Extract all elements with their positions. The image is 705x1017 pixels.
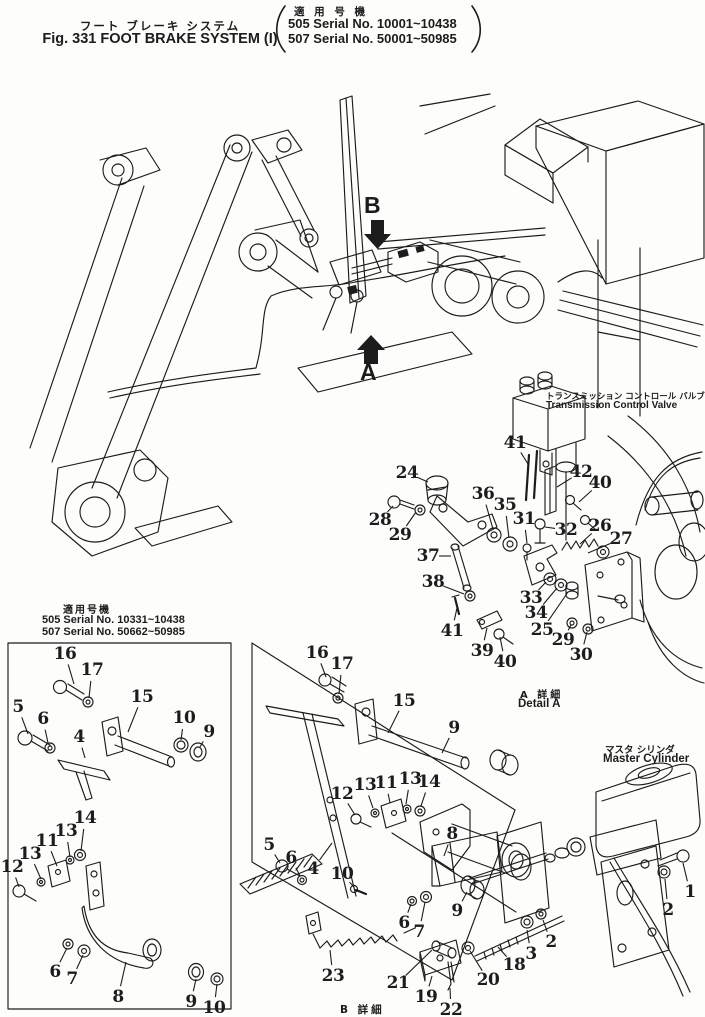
master-cylinder-label: Master Cylinder	[603, 753, 690, 765]
callout-28: 28	[368, 510, 392, 530]
callout-16: 16	[305, 643, 329, 663]
callout-14: 14	[417, 772, 441, 792]
callout-9: 9	[448, 718, 460, 738]
detail-b-view	[239, 642, 531, 991]
callout-11: 11	[35, 831, 59, 851]
callout-22: 22	[439, 1000, 463, 1017]
master-cylinder-label-japanese: マスタ シリンダ	[605, 745, 675, 756]
callout-30: 30	[569, 645, 593, 665]
callout-4: 4	[73, 727, 85, 747]
detail-a-label-japanese: A 詳細	[520, 690, 564, 701]
callout-4: 4	[307, 859, 319, 879]
callout-35: 35	[493, 495, 517, 515]
callout-7: 7	[66, 969, 78, 989]
figure-title: Fig. 331 FOOT BRAKE SYSTEM (I)	[42, 31, 278, 47]
callout-14: 14	[73, 808, 97, 828]
callout-10: 10	[172, 708, 196, 728]
transmission-valve-label: Transmission Control Valve	[546, 400, 678, 411]
callout-12: 12	[330, 784, 354, 804]
callout-13: 13	[18, 844, 42, 864]
transmission-valve-label-japanese: トランスミッション コントロール バルブ	[546, 392, 705, 402]
callout-5: 5	[12, 697, 24, 717]
callout-25: 25	[530, 620, 554, 640]
callout-38: 38	[421, 572, 445, 592]
callout-7: 7	[413, 922, 425, 942]
callout-20: 20	[476, 970, 500, 990]
callout-6: 6	[49, 962, 61, 982]
master-cylinder-view	[431, 762, 701, 997]
callout-2: 2	[545, 932, 557, 952]
callout-42: 42	[569, 462, 593, 482]
callout-41: 41	[440, 621, 464, 641]
callout-6: 6	[37, 709, 49, 729]
callout-9: 9	[185, 992, 197, 1012]
callout-10: 10	[202, 998, 226, 1017]
callout-17: 17	[80, 660, 104, 680]
callout-11: 11	[374, 773, 398, 793]
callout-27: 27	[609, 529, 633, 549]
view-b-arrow-icon	[364, 220, 391, 249]
left-box-applicability-heading: 適用号機	[63, 605, 111, 616]
callout-6: 6	[398, 913, 410, 933]
callout-16: 16	[53, 644, 77, 664]
callout-40: 40	[493, 652, 517, 672]
figure-title-japanese: フート ブレーキ システム	[79, 19, 241, 33]
callout-15: 15	[130, 687, 154, 707]
callout-23: 23	[321, 966, 345, 986]
callout-19: 19	[414, 987, 438, 1007]
callout-5: 5	[263, 835, 275, 855]
view-marker-a: A	[360, 359, 377, 385]
callout-1: 1	[684, 882, 696, 902]
callout-18: 18	[502, 955, 526, 975]
callout-21: 21	[386, 973, 410, 993]
serial-range-505: 505 Serial No. 10001~10438	[288, 16, 457, 31]
callout-6: 6	[285, 848, 297, 868]
callout-29: 29	[388, 525, 412, 545]
callout-29: 29	[551, 630, 575, 650]
left-box-serial-505: 505 Serial No. 10331~10438	[42, 614, 185, 626]
callout-24: 24	[395, 463, 419, 483]
detail-a-view	[387, 451, 705, 684]
detail-a-label: Detail A	[518, 698, 561, 710]
detail-b-label-japanese: B 詳細	[340, 1004, 385, 1016]
callout-13: 13	[54, 821, 78, 841]
callout-15: 15	[392, 691, 416, 711]
left-box-serial-507: 507 Serial No. 50662~50985	[42, 626, 185, 638]
callout-17: 17	[330, 654, 354, 674]
callout-26: 26	[588, 516, 612, 536]
callout-40: 40	[588, 473, 612, 493]
left-box-view	[7, 642, 232, 1010]
applicability-heading: 適 用 号 機	[294, 6, 368, 18]
callout-9: 9	[451, 901, 463, 921]
callout-2: 2	[662, 900, 674, 920]
callout-37: 37	[416, 546, 440, 566]
callout-8: 8	[446, 824, 458, 844]
callout-33: 33	[519, 588, 543, 608]
callout-36: 36	[471, 484, 495, 504]
serial-range-507: 507 Serial No. 50001~50985	[288, 31, 457, 46]
callout-8: 8	[112, 987, 124, 1007]
callout-13: 13	[398, 769, 422, 789]
callout-39: 39	[470, 641, 494, 661]
callout-12: 12	[0, 857, 24, 877]
callout-32: 32	[554, 520, 578, 540]
callout-41: 41	[503, 433, 527, 453]
callout-3: 3	[525, 944, 537, 964]
callout-31: 31	[512, 509, 536, 529]
view-marker-b: B	[364, 192, 381, 218]
callout-9: 9	[203, 722, 215, 742]
callout-13: 13	[353, 775, 377, 795]
callout-34: 34	[524, 603, 548, 623]
callout-10: 10	[330, 864, 354, 884]
